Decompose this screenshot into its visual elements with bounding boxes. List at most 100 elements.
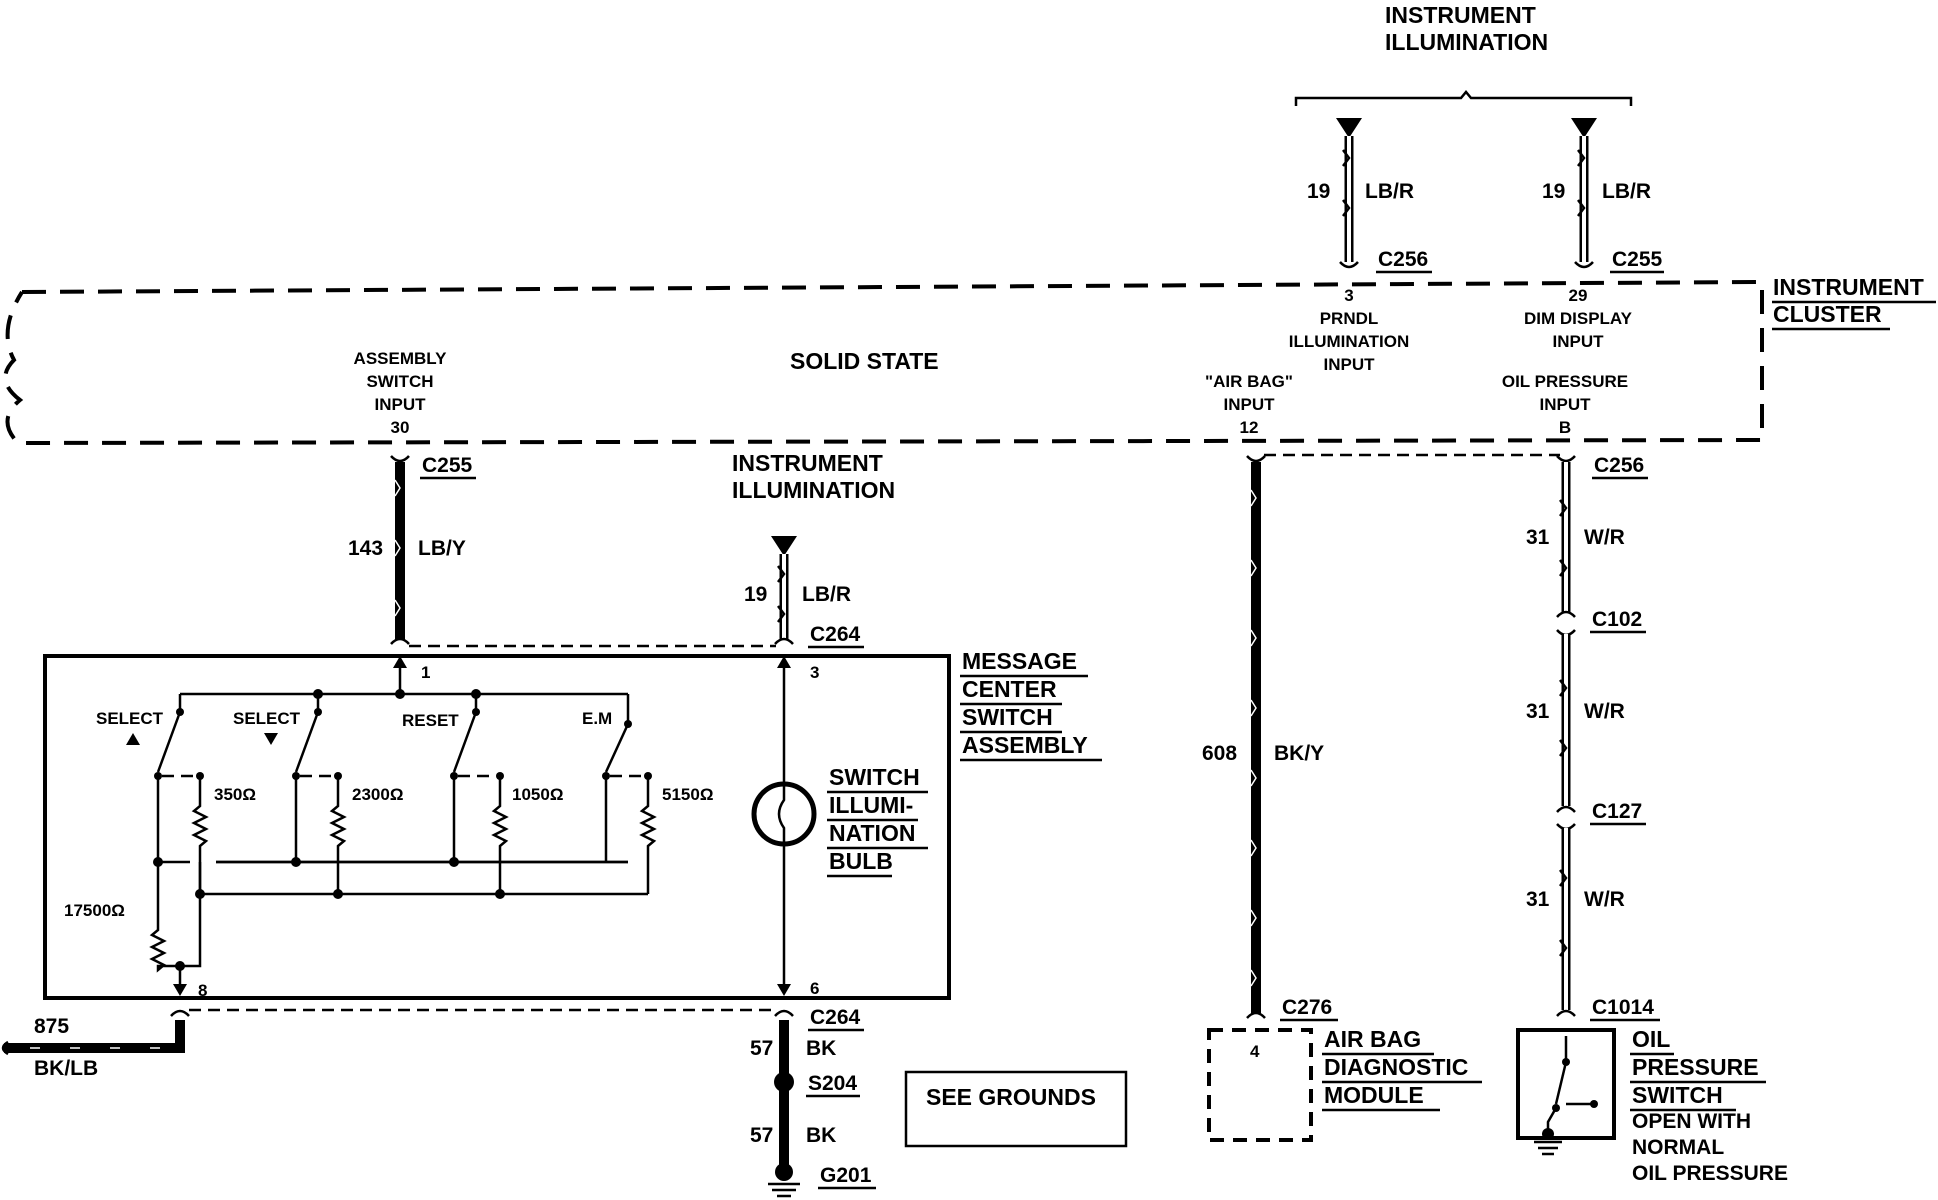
oil-switch-label-1: OIL	[1632, 1026, 1670, 1052]
airbag-module-pin: 4	[1250, 1042, 1260, 1061]
pin-8: 8	[198, 981, 207, 1000]
airbag-module-label-1: AIR BAG	[1324, 1026, 1421, 1052]
prndl-line-1: PRNDL	[1320, 309, 1379, 328]
connector-c1014: C1014	[1592, 996, 1654, 1019]
asm-input-1: ASSEMBLY	[354, 349, 448, 368]
airbag-module-label-3: MODULE	[1324, 1082, 1424, 1108]
see-grounds-box: SEE GROUNDS	[904, 1070, 1128, 1148]
oil-switch-note-2: NORMAL	[1632, 1136, 1724, 1159]
ground-icon	[768, 1182, 800, 1198]
oil-switch-ground-icon	[1534, 1140, 1562, 1156]
connector-c255-top: C255	[1612, 248, 1663, 271]
wire-143-color: LB/Y	[418, 537, 466, 560]
select-up-arrow	[126, 733, 140, 745]
prndl-pin: 3	[1344, 286, 1353, 305]
wire-143-lby: C255 143 LB/Y	[348, 454, 776, 648]
bulb-label-3: NATION	[829, 820, 915, 846]
wire-57-bk: C264 57 BK S204 57 BK G201	[750, 1006, 876, 1198]
airbag-module-label-2: DIAGNOSTIC	[1324, 1054, 1468, 1080]
connector-c276: C276	[1282, 996, 1332, 1019]
wire-31-wr: C256 31 W/R C102 31 W/R C127 31 W/R C101…	[1526, 454, 1660, 1022]
wire-57-a-num: 57	[750, 1037, 773, 1060]
bulb-label-4: BULB	[829, 848, 893, 874]
wire-19-left-color: LB/R	[1365, 180, 1414, 203]
prndl-line-2: ILLUMINATION	[1289, 332, 1410, 351]
msc-label-2: CENTER	[962, 676, 1057, 702]
connector-c256-top: C256	[1378, 248, 1428, 271]
wire-143-num: 143	[348, 537, 383, 560]
switch-assembly-box	[43, 654, 951, 1000]
msc-label-3: SWITCH	[962, 704, 1053, 730]
pin-6: 6	[810, 979, 819, 998]
resistor-2300: 2300Ω	[352, 785, 403, 804]
oil-switch-label-2: PRESSURE	[1632, 1054, 1759, 1080]
resistor-350: 350Ω	[214, 785, 256, 804]
dim-line-2: INPUT	[1553, 332, 1605, 351]
wire-31-a-color: W/R	[1584, 526, 1625, 549]
top-feed-title-1: INSTRUMENT	[1385, 2, 1536, 28]
mid-feed-title-2: ILLUMINATION	[732, 477, 895, 503]
pin-1: 1	[421, 663, 430, 682]
wire-31-c-num: 31	[1526, 888, 1550, 911]
bulb-label-2: ILLUMI-	[829, 792, 913, 818]
top-feed-title-2: ILLUMINATION	[1385, 29, 1548, 55]
connector-c127: C127	[1592, 800, 1642, 823]
wire-57-b-num: 57	[750, 1124, 773, 1147]
airbag-input-1: "AIR BAG"	[1205, 372, 1293, 391]
bulb-label-1: SWITCH	[829, 764, 920, 790]
oil-switch-label-3: SWITCH	[1632, 1082, 1723, 1108]
mid-illumination-feed: INSTRUMENT ILLUMINATION 19 LB/R C264	[732, 450, 895, 649]
switch-reset: RESET	[402, 711, 459, 730]
top-illumination-feed: INSTRUMENT ILLUMINATION	[1294, 2, 1633, 138]
switch-em: E.M	[582, 709, 612, 728]
wire-608-color: BK/Y	[1274, 742, 1324, 765]
see-grounds-label: SEE GROUNDS	[926, 1084, 1096, 1110]
wire-19-right-num: 19	[1542, 180, 1565, 203]
airbag-input-pin: 12	[1240, 418, 1259, 437]
connector-c102: C102	[1592, 608, 1642, 631]
wire-875-bklb: 875 BK/LB	[1, 1008, 776, 1080]
msc-label-4: ASSEMBLY	[962, 732, 1088, 758]
splice-s204-label: S204	[808, 1072, 857, 1095]
asm-input-pin: 30	[391, 418, 410, 437]
asm-input-2: SWITCH	[366, 372, 433, 391]
dim-line-1: DIM DISPLAY	[1524, 309, 1633, 328]
oil-input-2: INPUT	[1540, 395, 1592, 414]
wire-19-switch-color: LB/R	[802, 583, 851, 606]
solid-state-label: SOLID STATE	[790, 348, 939, 374]
oil-input-pin: B	[1559, 418, 1571, 437]
wire-875-color: BK/LB	[34, 1057, 98, 1080]
connector-c256-mid: C256	[1594, 454, 1644, 477]
resistor-17500: 17500Ω	[64, 901, 125, 920]
splice-s204	[774, 1072, 794, 1092]
select-down-arrow	[264, 733, 278, 745]
oil-pressure-switch: OIL PRESSURE SWITCH OPEN WITH NORMAL OIL…	[1516, 1026, 1788, 1185]
connector-c255-mid: C255	[422, 454, 473, 477]
prndl-line-3: INPUT	[1324, 355, 1376, 374]
top-feed-brace	[1294, 90, 1633, 106]
airbag-input-2: INPUT	[1224, 395, 1276, 414]
wire-19-right-color: LB/R	[1602, 180, 1651, 203]
wire-19-switch-num: 19	[744, 583, 767, 606]
oil-input-1: OIL PRESSURE	[1502, 372, 1628, 391]
wire-608-num: 608	[1202, 742, 1237, 765]
connector-c264-top: C264	[810, 623, 861, 646]
wire-31-b-num: 31	[1526, 700, 1550, 723]
asm-input-3: INPUT	[375, 395, 427, 414]
wire-608-bky: 608 BK/Y C276	[1202, 453, 1560, 1022]
airbag-diagnostic-module: 4 AIR BAG DIAGNOSTIC MODULE	[1207, 1026, 1482, 1142]
resistor-5150: 5150Ω	[662, 785, 713, 804]
resistor-1050: 1050Ω	[512, 785, 563, 804]
top-feed-arrow-left	[1336, 118, 1362, 138]
wire-57-a-color: BK	[806, 1037, 836, 1060]
instrument-cluster: INSTRUMENT CLUSTER SOLID STATE ASSEMBLY …	[3, 274, 1936, 446]
cluster-outline	[3, 279, 1764, 446]
wire-19-left-num: 19	[1307, 180, 1330, 203]
wire-31-c-color: W/R	[1584, 888, 1625, 911]
top-feed-arrow-right	[1571, 118, 1597, 138]
wire-875-num: 875	[34, 1015, 69, 1038]
wire-19-lbr-left: 19 LB/R C256	[1307, 136, 1432, 274]
wire-31-a-num: 31	[1526, 526, 1550, 549]
switch-select-down: SELECT	[233, 709, 301, 728]
